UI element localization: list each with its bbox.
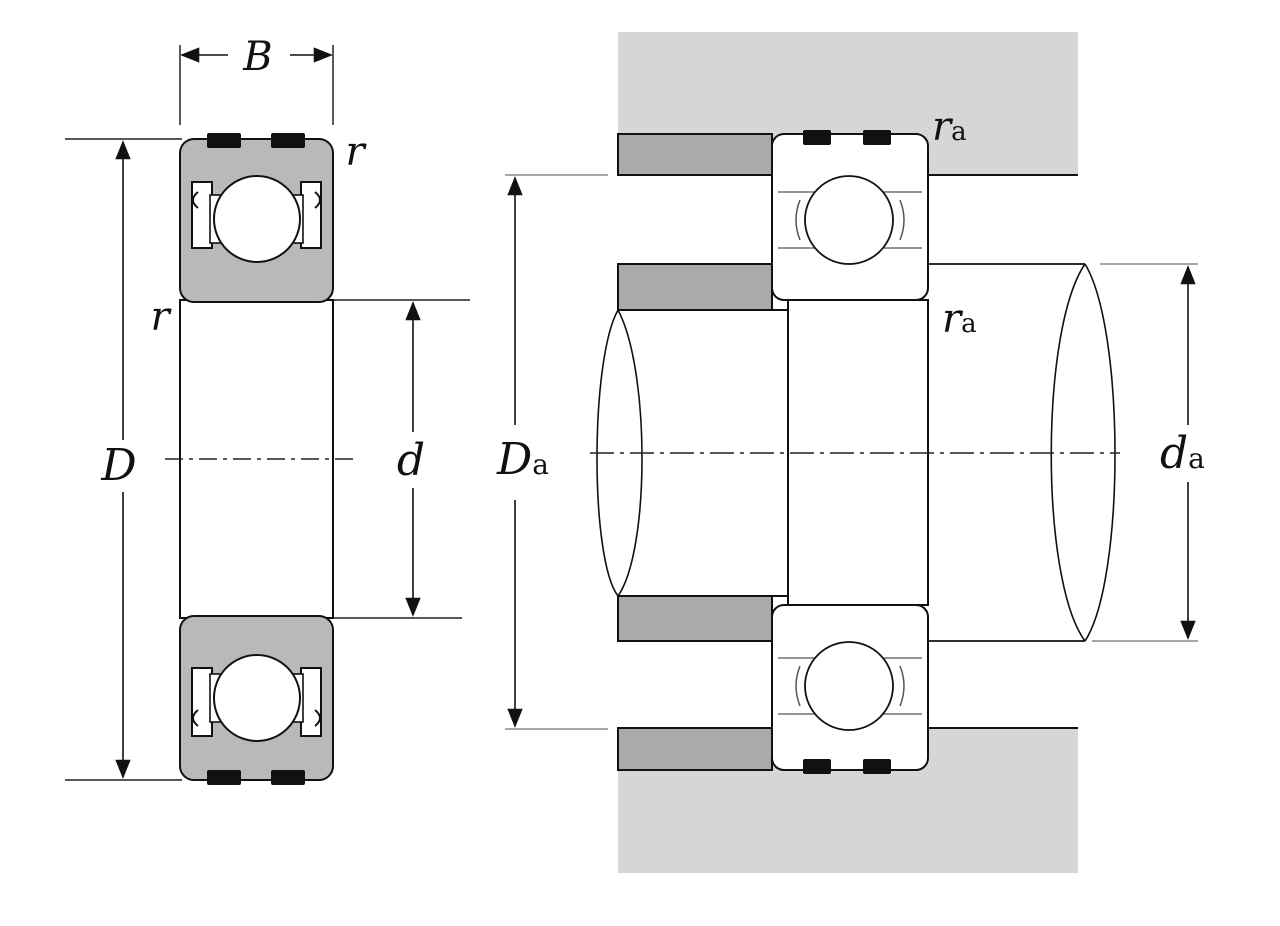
label-housing-abutment-diameter: Da: [496, 434, 549, 485]
housing-spacer-bottom: [617, 727, 773, 771]
label-chamfer-r-top: r: [345, 129, 367, 175]
label-shaft-abutment-diameter: da: [1160, 428, 1205, 479]
right-mounting-section: Da da ra ra: [496, 32, 1205, 873]
label-fillet-ra-top: ra: [932, 104, 967, 150]
label-outer-diameter: D: [100, 440, 136, 491]
left-bearing-section: B D d r r: [65, 34, 470, 785]
shaft-spacer-bottom: [617, 595, 773, 642]
right-top-bearing: [771, 130, 929, 301]
right-bottom-bearing: [771, 604, 929, 774]
label-b: B: [242, 34, 272, 80]
label-chamfer-r-bottom: r: [150, 294, 172, 340]
shaft-spacer-top: [617, 263, 773, 311]
housing-spacer-top: [617, 133, 773, 176]
label-fillet-ra-bottom: ra: [942, 296, 977, 342]
left-bottom-section: [179, 615, 334, 785]
left-top-section: [179, 133, 334, 303]
label-bore-diameter: d: [397, 435, 425, 486]
